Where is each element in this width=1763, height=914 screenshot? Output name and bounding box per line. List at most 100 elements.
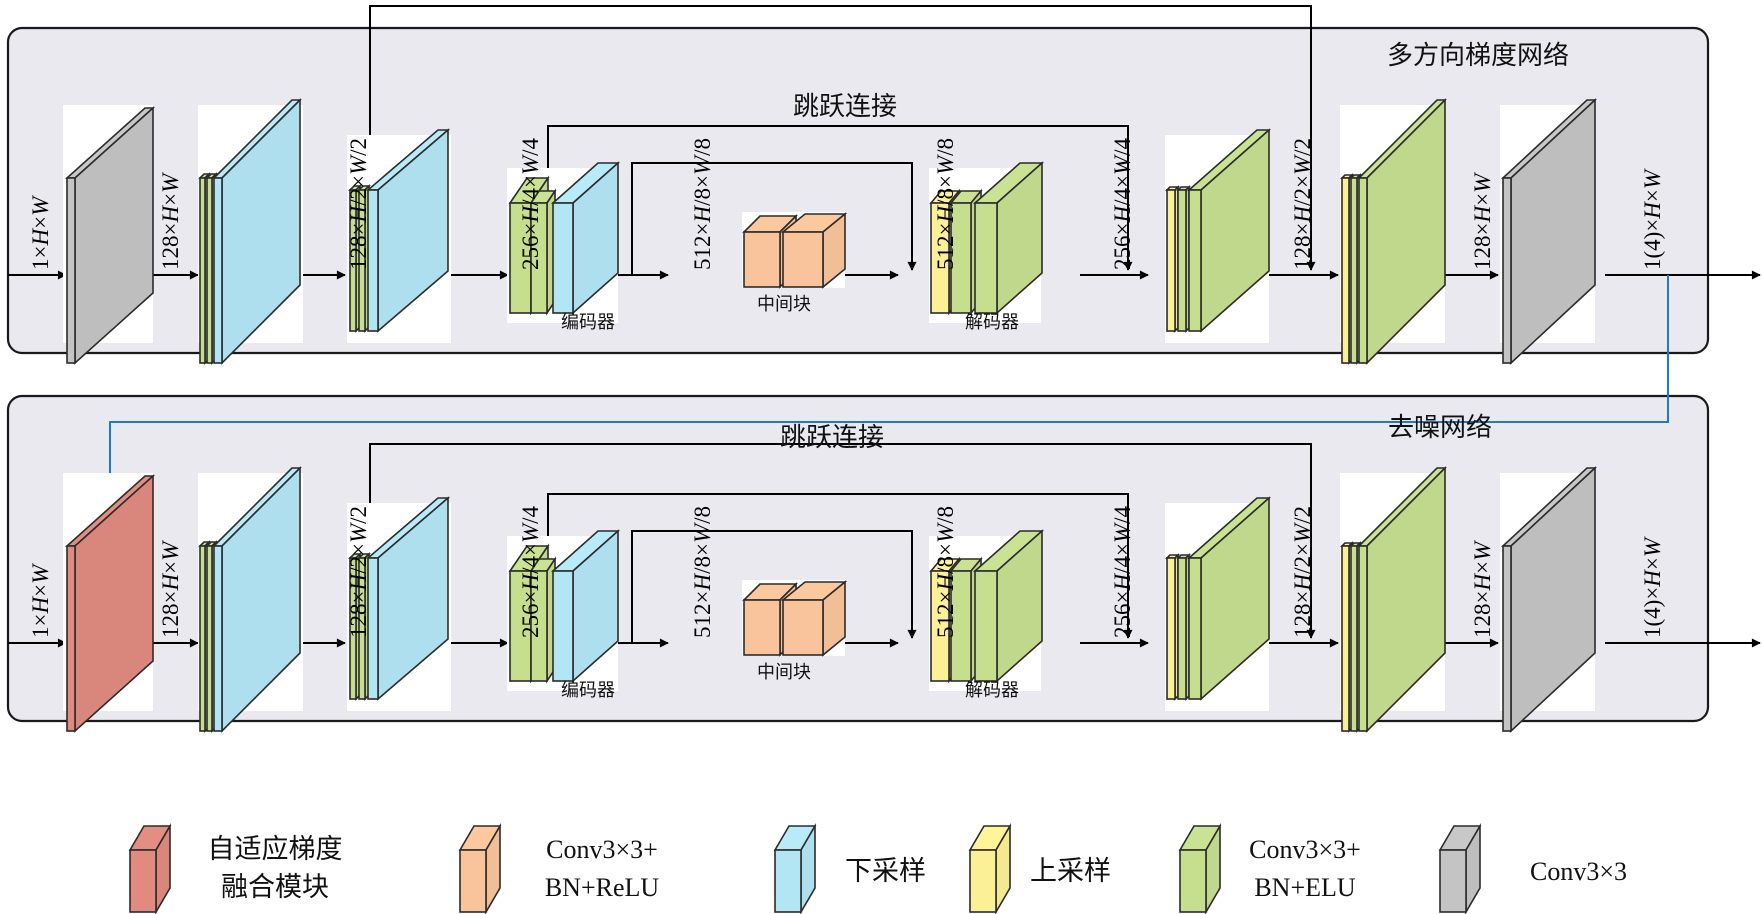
net1-encoder-downsample-front-face <box>552 570 574 682</box>
net1-skip-512 <box>631 530 917 643</box>
legend-swatch-upsample-front-face <box>969 849 997 913</box>
net0-up2-green-b-front-face <box>1358 177 1368 364</box>
legend-swatch-conv3x3-front-face <box>1439 849 1467 913</box>
net0-up2-green-b <box>1357 98 1447 365</box>
net0-middle-cube-b <box>780 212 848 289</box>
net0-block2-green-a-front-face <box>199 177 206 364</box>
net1-title: 去噪网络 <box>1388 413 1492 443</box>
net1-block3-green-a-front-face <box>349 557 357 700</box>
net1-dim-after-first: 128×H×W <box>158 540 183 638</box>
net0-final-conv-front-face <box>1502 177 1512 364</box>
net0-dim-after-first: 128×H×W <box>158 172 183 270</box>
net1-middle-cube-a-front-face <box>743 599 781 656</box>
net0-encoder-green-b-front-face <box>530 202 548 314</box>
legend-swatch-conv_bn_relu <box>458 823 502 914</box>
net1-block2-green-a-front-face <box>199 545 206 732</box>
net1-encoder-green-b-front-face <box>530 570 548 682</box>
legend-swatch-downsample <box>773 823 817 914</box>
net1-up2-green-a-front-face <box>1350 545 1358 732</box>
net1-dim-down3: 512×H/8×W/8 <box>690 506 715 638</box>
net0-title: 多方向梯度网络 <box>1387 41 1569 71</box>
net0-middle-label: 中间块 <box>757 294 811 315</box>
net1-skip-label: 跳跃连接 <box>780 423 884 453</box>
net1-encoder-downsample <box>550 529 621 683</box>
legend-item-conv3x3: Conv3×3 <box>1438 823 1627 914</box>
net1-up1-upsample-front-face <box>1166 557 1176 700</box>
net0-block2-downsample-front-face <box>213 177 223 364</box>
net1-final-conv-front-face <box>1502 545 1512 732</box>
net1-dim-input: 1×H×W <box>28 563 53 638</box>
net0-up1-green-a-front-face <box>1177 189 1187 332</box>
net1-up2-green-b <box>1357 466 1447 733</box>
net0-decoder-upsample-front-face <box>930 202 950 314</box>
net0-final-conv <box>1500 98 1598 365</box>
net1-block2-downsample-front-face <box>213 545 223 732</box>
legend-label-conv3x3: Conv3×3 <box>1530 857 1627 886</box>
net0-block3-downsample <box>365 128 451 333</box>
net0-dim-up3: 128×H×W <box>1470 172 1495 270</box>
legend-item-conv_bn_relu: Conv3×3+BN+ReLU <box>458 823 660 914</box>
net1-dim-up2: 128×H/2×W/2 <box>1290 506 1315 638</box>
net1-up2-green-b-front-face <box>1358 545 1368 732</box>
net0-first-block-front-face <box>66 177 76 364</box>
net1-block3-green-b-front-face <box>358 557 366 700</box>
net1-encoder-label: 编码器 <box>561 680 615 701</box>
net0-block3-green-b-front-face <box>358 189 366 332</box>
net0-first-block <box>64 106 156 365</box>
net1-up1-green-b <box>1186 496 1272 701</box>
legend-item-downsample: 下采样 <box>773 823 926 914</box>
net0-up1-upsample <box>1165 185 1180 333</box>
net0-encoder-downsample <box>550 161 621 315</box>
net0-dim-down3: 512×H/8×W/8 <box>690 138 715 270</box>
net0-up2-upsample-front-face <box>1341 177 1350 364</box>
net1-decoder-green-b <box>972 529 1045 683</box>
net1-block3-downsample <box>365 496 451 701</box>
net0-block2-green-b-front-face <box>206 177 213 364</box>
legend-swatch-downsample-front-face <box>774 849 802 913</box>
net1-final-conv <box>1500 466 1598 733</box>
net0-skip-label: 跳跃连接 <box>793 92 897 122</box>
net0-up1-green-b-front-face <box>1188 189 1202 332</box>
net1-middle-cube-b-front-face <box>782 599 824 656</box>
legend-label-upsample: 上采样 <box>1030 856 1111 887</box>
net0-dim-input: 1×H×W <box>28 195 53 270</box>
net1-block3-downsample-front-face <box>367 557 379 700</box>
net1-dim-up1: 256×H/4×W/4 <box>1110 505 1135 638</box>
net1-up1-green-a-front-face <box>1177 557 1187 700</box>
legend-label-conv_bn_elu-line1: Conv3×3+ <box>1249 835 1361 864</box>
net1-middle-cube-b <box>780 580 848 657</box>
legend-swatch-conv3x3 <box>1438 823 1482 914</box>
legend-label-adaptive_fusion-line2: 融合模块 <box>221 872 329 903</box>
net0-dim-up1: 256×H/4×W/4 <box>1110 137 1135 270</box>
net1-decoder-green-a-front-face <box>950 570 972 682</box>
net1-dim-output: 1(4)×H×W <box>1640 536 1665 638</box>
net1-dim-down1: 128×H/2×W/2 <box>346 506 371 638</box>
net0-decoder-green-b-front-face <box>974 202 998 314</box>
net0-block3-downsample-front-face <box>367 189 379 332</box>
net0-dim-down2: 256×H/4×W/4 <box>518 137 543 270</box>
net1-decoder-label: 解码器 <box>965 680 1019 701</box>
legend-label-conv_bn_elu-line2: BN+ELU <box>1254 873 1356 902</box>
net1-up1-green-a <box>1176 553 1191 701</box>
net0-decoder-green-a-front-face <box>950 202 972 314</box>
net0-decoder-green-b <box>972 161 1045 315</box>
legend-swatch-conv_bn_elu <box>1178 823 1222 914</box>
legend-item-conv_bn_elu: Conv3×3+ BN+ELU <box>1178 823 1361 914</box>
net0-dim-mid-out: 512×H/8×W/8 <box>933 138 958 270</box>
net0-dim-output: 1(4)×H×W <box>1640 168 1665 270</box>
net1-dim-up3: 128×H×W <box>1470 540 1495 638</box>
net1-up1-upsample <box>1165 553 1180 701</box>
net1-middle-label: 中间块 <box>757 662 811 683</box>
net1-decoder-upsample-front-face <box>930 570 950 682</box>
net1-block2-downsample <box>212 466 302 733</box>
net0-block2-downsample <box>212 98 302 365</box>
net0-up1-upsample-front-face <box>1166 189 1176 332</box>
legend-swatch-conv_bn_elu-front-face <box>1179 849 1207 913</box>
net0-dim-up2: 128×H/2×W/2 <box>1290 138 1315 270</box>
legend-label-conv_bn_relu-line2: BN+ReLU <box>545 873 660 902</box>
legend-label-downsample: 下采样 <box>845 856 926 887</box>
net1-block2-green-b-front-face <box>206 545 213 732</box>
net0-skip-512 <box>631 162 917 275</box>
